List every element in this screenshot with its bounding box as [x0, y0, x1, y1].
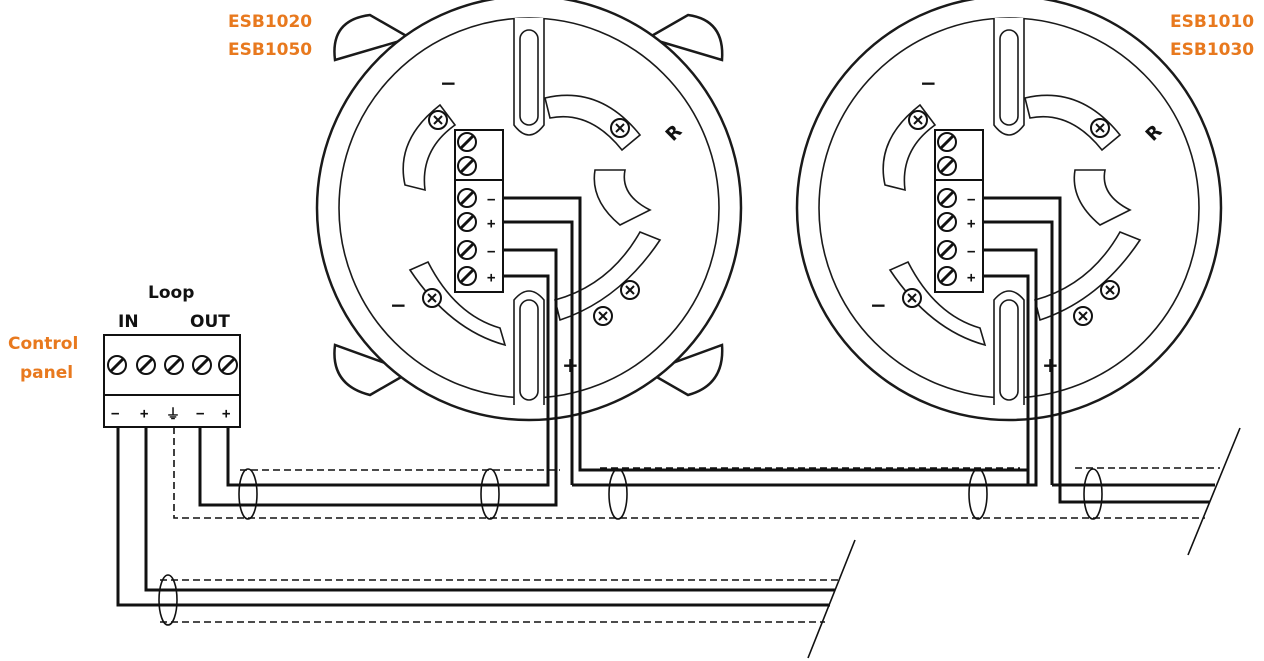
base-2-model-line2: ESB1030 — [1170, 40, 1254, 60]
base-1-lug-bottom-left — [333, 343, 413, 397]
base-1-terminal-slot-icon — [456, 187, 478, 209]
loop-in-label: IN — [118, 312, 139, 332]
control-panel-terminal-sign: − — [196, 406, 204, 422]
base-1-internal-wire — [503, 248, 558, 470]
base-2-terminal-sign: − — [967, 192, 975, 208]
base-1-side-tab — [593, 169, 652, 226]
detector-base-2: − + − + − R − + — [795, 0, 1223, 485]
base-1-terminal-slot-icon — [456, 239, 478, 261]
base-1-bottom-slot-inner — [519, 299, 539, 401]
base-1-lug-top-left — [333, 13, 414, 62]
base-1-mark-minus-left: − — [390, 293, 407, 317]
cable-sheath-marker — [158, 574, 178, 626]
out-wire-minus — [198, 427, 558, 507]
control-panel-terminal-slot-icon — [191, 354, 213, 376]
base-2-terminal-sign: − — [967, 244, 975, 260]
base-2-terminal-slot-icon — [936, 211, 958, 233]
base-1-screw-icon — [620, 280, 640, 300]
control-panel-label-line1: Control — [8, 334, 78, 354]
base-1-mark-plus: + — [562, 353, 579, 377]
detector-base-1: − + − + − R − + — [315, 0, 743, 485]
link-wire — [578, 455, 1030, 485]
shield-wire — [173, 427, 598, 519]
control-panel-terminal-slot-icon — [163, 354, 185, 376]
control-panel: Control panel Loop IN OUT − + ⏚ − + — [8, 283, 241, 428]
base-2-terminal-sign: + — [967, 270, 975, 286]
base-1-top-slot-inner — [519, 29, 539, 126]
base-2-screw-icon — [1100, 280, 1120, 300]
control-panel-terminal-block — [103, 334, 241, 428]
base-2-screw-icon — [908, 110, 928, 130]
earth-terminal-icon: ⏚ — [166, 407, 180, 423]
base-2-terminal-slot-icon — [936, 131, 958, 153]
base-2-internal-wire — [983, 274, 1030, 485]
base-2-mark-plus: + — [1042, 353, 1059, 377]
base-2-side-tab — [1073, 169, 1132, 226]
base-2-terminal-sign: + — [967, 216, 975, 232]
base-1-screw-icon — [428, 110, 448, 130]
cable-break-line — [1187, 427, 1241, 556]
base-2-model-line1: ESB1010 — [1170, 12, 1254, 32]
cable-sheath-marker — [480, 468, 500, 520]
link-wire — [572, 470, 1038, 487]
loop-label: Loop — [148, 283, 194, 303]
cable-sheath-marker — [238, 468, 258, 520]
in-wire-plus — [144, 427, 835, 592]
control-panel-terminal-slot-icon — [135, 354, 157, 376]
base-2-mark-minus-top: − — [920, 71, 937, 95]
continue-wire — [1058, 470, 1210, 504]
base-2-terminal-slot-icon — [936, 187, 958, 209]
base-1-mark-minus-top: − — [440, 71, 457, 95]
in-wire-minus — [116, 427, 830, 607]
control-panel-terminal-slot-icon — [217, 354, 239, 376]
base-2-internal-wire — [983, 220, 1054, 485]
control-panel-terminal-slot-icon — [106, 354, 128, 376]
loop-out-label: OUT — [190, 312, 230, 332]
base-1-terminal-slot-icon — [456, 211, 478, 233]
cable-sheath-marker — [1083, 468, 1103, 520]
base-1-model-line2: ESB1050 — [228, 40, 312, 60]
base-2-screw-icon — [902, 288, 922, 308]
out-wire-plus — [226, 427, 550, 487]
cable-break-line — [807, 539, 856, 659]
base-1-screw-icon — [422, 288, 442, 308]
base-2-mark-minus-left: − — [870, 293, 887, 317]
cable-sheath-marker — [968, 468, 988, 520]
base-1-terminal-sign: + — [487, 270, 495, 286]
base-1-internal-wire — [503, 274, 550, 480]
base-1-lug-bottom-right — [645, 343, 724, 397]
cable-sheath-marker — [608, 468, 628, 520]
control-panel-terminal-sign: + — [222, 406, 230, 422]
control-panel-terminal-sign: + — [140, 406, 148, 422]
base-2-top-slot-inner — [999, 29, 1019, 126]
base-2-screw-icon — [1073, 306, 1093, 326]
base-2-terminal-slot-icon — [936, 239, 958, 261]
base-1-terminal-sign: + — [487, 216, 495, 232]
base-1-screw-icon — [593, 306, 613, 326]
loop-wiring — [116, 427, 1241, 659]
base-1-lug-top-right — [644, 13, 724, 62]
base-1-internal-wire — [503, 220, 574, 485]
base-1-screw-icon — [610, 118, 630, 138]
control-panel-terminal-sign: − — [111, 406, 119, 422]
control-panel-label-line2: panel — [20, 363, 73, 383]
base-2-bottom-slot-inner — [999, 299, 1019, 401]
base-1-model-line1: ESB1020 — [228, 12, 312, 32]
base-2-terminal-slot-icon — [936, 155, 958, 177]
base-2-internal-wire — [983, 248, 1038, 470]
base-1-terminal-slot-icon — [456, 155, 478, 177]
base-2-terminal-slot-icon — [936, 265, 958, 287]
base-2-screw-icon — [1090, 118, 1110, 138]
base-1-terminal-sign: − — [487, 244, 495, 260]
base-1-terminal-slot-icon — [456, 265, 478, 287]
base-1-terminal-sign: − — [487, 192, 495, 208]
base-1-internal-wire — [503, 196, 582, 455]
base-1-terminal-slot-icon — [456, 131, 478, 153]
base-2-internal-wire — [983, 196, 1062, 470]
